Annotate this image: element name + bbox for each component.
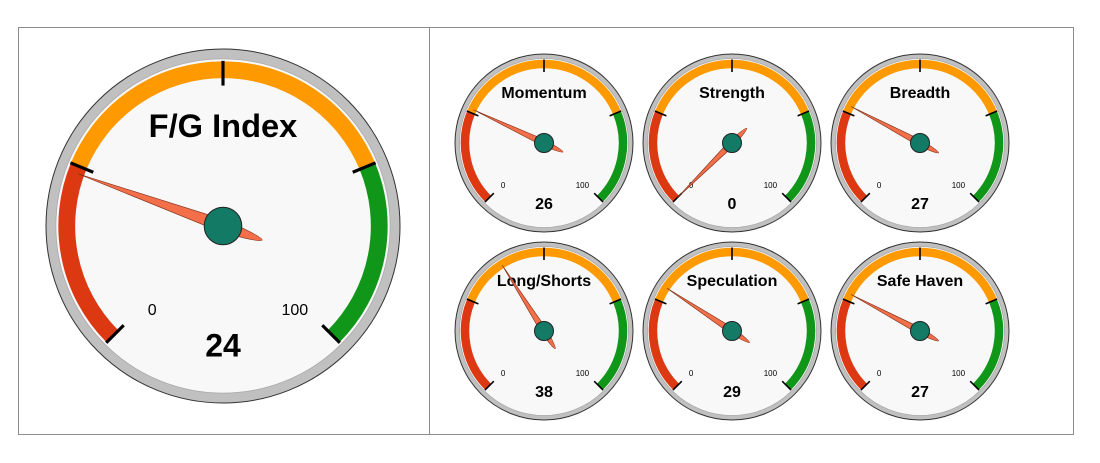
gauge-tick-25 <box>466 298 479 305</box>
gauge-momentum: Momentum 0 100 26 <box>454 53 634 233</box>
gauge-hub <box>910 133 930 153</box>
gauge-band-2 <box>972 299 1004 390</box>
gauge-band-0 <box>836 299 868 390</box>
gauge-tick-25 <box>842 110 855 117</box>
gauge-value: 29 <box>723 384 741 401</box>
gauge-band-0 <box>648 299 680 390</box>
dashboard-frame <box>18 27 1074 435</box>
gauge-tick-75 <box>797 298 810 305</box>
gauge-tick-0 <box>105 324 125 344</box>
gauge-tick-75 <box>609 298 622 305</box>
gauge-title: Long/Shorts <box>497 273 591 290</box>
gauge-tick-100 <box>969 192 980 203</box>
gauge-max-label: 100 <box>282 302 309 319</box>
gauge-band-2 <box>596 111 628 202</box>
gauge-max-label: 100 <box>576 369 590 378</box>
gauge-title: F/G Index <box>149 107 298 144</box>
gauge-breadth: Breadth 0 100 27 <box>830 53 1010 233</box>
gauge-tick-0 <box>484 380 495 391</box>
gauge-band-0 <box>648 111 680 202</box>
gauge-max-label: 100 <box>764 181 778 190</box>
gauge-tick-75 <box>797 110 810 117</box>
gauge-band-2 <box>327 162 388 343</box>
gauge-tick-75 <box>985 298 998 305</box>
gauge-min-label: 0 <box>689 369 694 378</box>
gauge-band-2 <box>784 111 816 202</box>
gauge-band-2 <box>596 299 628 390</box>
gauge-min-label: 0 <box>148 302 157 319</box>
gauge-band-0 <box>460 299 492 390</box>
gauge-tick-25 <box>654 110 667 117</box>
gauge-min-label: 0 <box>501 369 506 378</box>
gauge-tick-100 <box>969 380 980 391</box>
gauge-tick-100 <box>593 192 604 203</box>
gauge-tick-75 <box>352 161 377 174</box>
gauge-long-shorts: Long/Shorts 0 100 38 <box>454 241 634 421</box>
gauge-hub <box>722 133 742 153</box>
gauge-value: 38 <box>535 384 553 401</box>
gauge-tick-0 <box>484 192 495 203</box>
panel-divider <box>429 27 430 435</box>
gauge-min-label: 0 <box>877 181 882 190</box>
gauge-max-label: 100 <box>764 369 778 378</box>
gauge-speculation: Speculation 0 100 29 <box>642 241 822 421</box>
gauge-title: Momentum <box>501 85 586 102</box>
gauge-safe-haven: Safe Haven 0 100 27 <box>830 241 1010 421</box>
gauge-band-0 <box>460 111 492 202</box>
gauge-tick-25 <box>69 161 94 174</box>
gauge-min-label: 0 <box>877 369 882 378</box>
gauge-hub <box>722 321 742 341</box>
gauge-min-label: 0 <box>689 181 694 190</box>
gauge-tick-100 <box>593 380 604 391</box>
gauge-main: F/G Index 0 100 24 <box>45 48 401 404</box>
gauge-band-0 <box>836 111 868 202</box>
gauge-tick-100 <box>781 380 792 391</box>
gauge-title: Strength <box>699 85 765 102</box>
gauge-tick-25 <box>842 298 855 305</box>
gauge-min-label: 0 <box>501 181 506 190</box>
gauge-tick-25 <box>654 298 667 305</box>
gauge-hub <box>910 321 930 341</box>
gauge-title: Speculation <box>687 273 778 290</box>
gauge-value: 27 <box>911 196 929 213</box>
gauge-band-2 <box>972 111 1004 202</box>
gauge-hub <box>534 321 554 341</box>
gauge-tick-25 <box>466 110 479 117</box>
gauge-band-0 <box>58 162 119 343</box>
gauge-value: 26 <box>535 196 553 213</box>
gauge-title: Breadth <box>890 85 950 102</box>
gauge-max-label: 100 <box>952 369 966 378</box>
gauge-hub <box>534 133 554 153</box>
gauge-tick-0 <box>672 380 683 391</box>
gauge-value: 27 <box>911 384 929 401</box>
gauge-tick-100 <box>321 324 341 344</box>
gauge-band-2 <box>784 299 816 390</box>
gauge-max-label: 100 <box>952 181 966 190</box>
gauge-tick-0 <box>860 192 871 203</box>
gauge-hub <box>203 206 243 246</box>
gauge-tick-100 <box>781 192 792 203</box>
gauge-title: Safe Haven <box>877 273 963 290</box>
gauge-max-label: 100 <box>576 181 590 190</box>
gauge-tick-75 <box>609 110 622 117</box>
gauge-strength: Strength 0 100 0 <box>642 53 822 233</box>
gauge-value: 0 <box>728 196 737 213</box>
gauge-tick-75 <box>985 110 998 117</box>
gauge-value: 24 <box>205 328 241 364</box>
gauge-tick-0 <box>860 380 871 391</box>
